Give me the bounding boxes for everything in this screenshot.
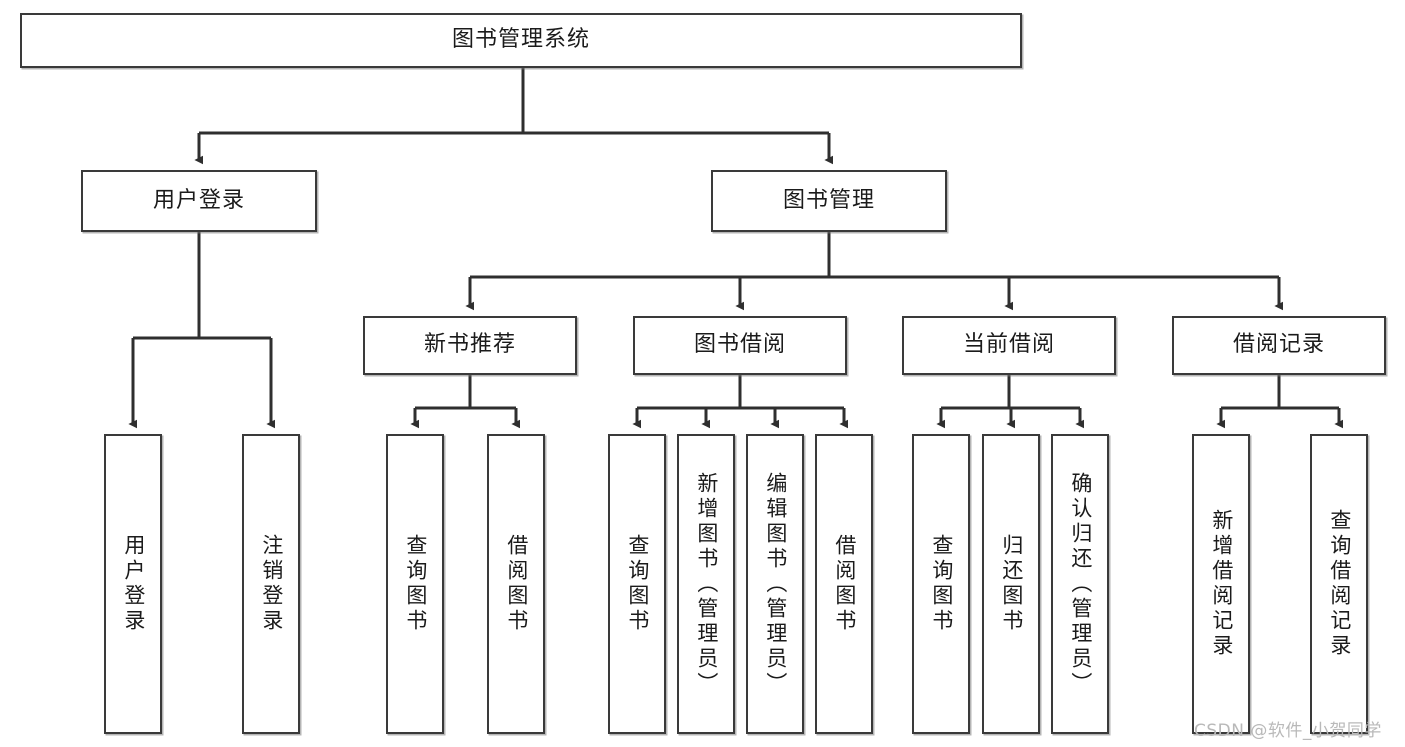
node-leaf-query-book-1[interactable]: 查询图书 bbox=[386, 434, 444, 734]
node-leaf-borrow-book-2[interactable]: 借阅图书 bbox=[815, 434, 873, 734]
node-leaf-logout-label: 注销登录 bbox=[259, 534, 284, 634]
node-borrow-record[interactable]: 借阅记录 bbox=[1172, 316, 1386, 375]
node-leaf-add-book[interactable]: 新增图书（管理员） bbox=[677, 434, 735, 734]
node-leaf-query-book-3-label: 查询图书 bbox=[929, 534, 954, 634]
node-leaf-edit-book[interactable]: 编辑图书（管理员） bbox=[746, 434, 804, 734]
csdn-watermark: CSDN @软件_小贺同学 bbox=[1194, 721, 1382, 741]
node-leaf-borrow-book-1-label: 借阅图书 bbox=[504, 534, 529, 634]
node-leaf-return-book[interactable]: 归还图书 bbox=[982, 434, 1040, 734]
node-leaf-borrow-book-2-label: 借阅图书 bbox=[832, 534, 857, 634]
node-user-login-label: 用户登录 bbox=[152, 187, 245, 213]
node-root[interactable]: 图书管理系统 bbox=[20, 13, 1022, 68]
node-leaf-query-book-3[interactable]: 查询图书 bbox=[912, 434, 970, 734]
node-current-borrow[interactable]: 当前借阅 bbox=[902, 316, 1116, 375]
node-leaf-user-login[interactable]: 用户登录 bbox=[104, 434, 162, 734]
node-leaf-return-book-label: 归还图书 bbox=[999, 534, 1024, 634]
node-new-book-recommend[interactable]: 新书推荐 bbox=[363, 316, 577, 375]
node-root-label: 图书管理系统 bbox=[451, 27, 590, 53]
node-leaf-query-book-1-label: 查询图书 bbox=[403, 534, 428, 634]
node-leaf-query-record[interactable]: 查询借阅记录 bbox=[1310, 434, 1368, 734]
node-borrow-record-label: 借阅记录 bbox=[1232, 332, 1325, 358]
node-leaf-add-record[interactable]: 新增借阅记录 bbox=[1192, 434, 1250, 734]
node-user-login[interactable]: 用户登录 bbox=[81, 170, 317, 232]
node-leaf-query-book-2-label: 查询图书 bbox=[625, 534, 650, 634]
node-new-book-recommend-label: 新书推荐 bbox=[423, 332, 516, 358]
node-book-borrow[interactable]: 图书借阅 bbox=[633, 316, 847, 375]
node-book-manage-label: 图书管理 bbox=[782, 187, 875, 213]
node-leaf-user-login-label: 用户登录 bbox=[121, 534, 146, 634]
node-current-borrow-label: 当前借阅 bbox=[962, 332, 1055, 358]
node-leaf-query-record-label: 查询借阅记录 bbox=[1327, 509, 1352, 659]
node-leaf-logout[interactable]: 注销登录 bbox=[242, 434, 300, 734]
node-leaf-edit-book-label: 编辑图书（管理员） bbox=[763, 471, 788, 697]
node-leaf-add-record-label: 新增借阅记录 bbox=[1209, 509, 1234, 659]
node-leaf-add-book-label: 新增图书（管理员） bbox=[694, 471, 719, 697]
node-book-borrow-label: 图书借阅 bbox=[693, 332, 786, 358]
node-leaf-borrow-book-1[interactable]: 借阅图书 bbox=[487, 434, 545, 734]
node-book-manage[interactable]: 图书管理 bbox=[711, 170, 947, 232]
node-leaf-confirm-return[interactable]: 确认归还（管理员） bbox=[1051, 434, 1109, 734]
node-leaf-confirm-return-label: 确认归还（管理员） bbox=[1068, 471, 1093, 697]
node-leaf-query-book-2[interactable]: 查询图书 bbox=[608, 434, 666, 734]
